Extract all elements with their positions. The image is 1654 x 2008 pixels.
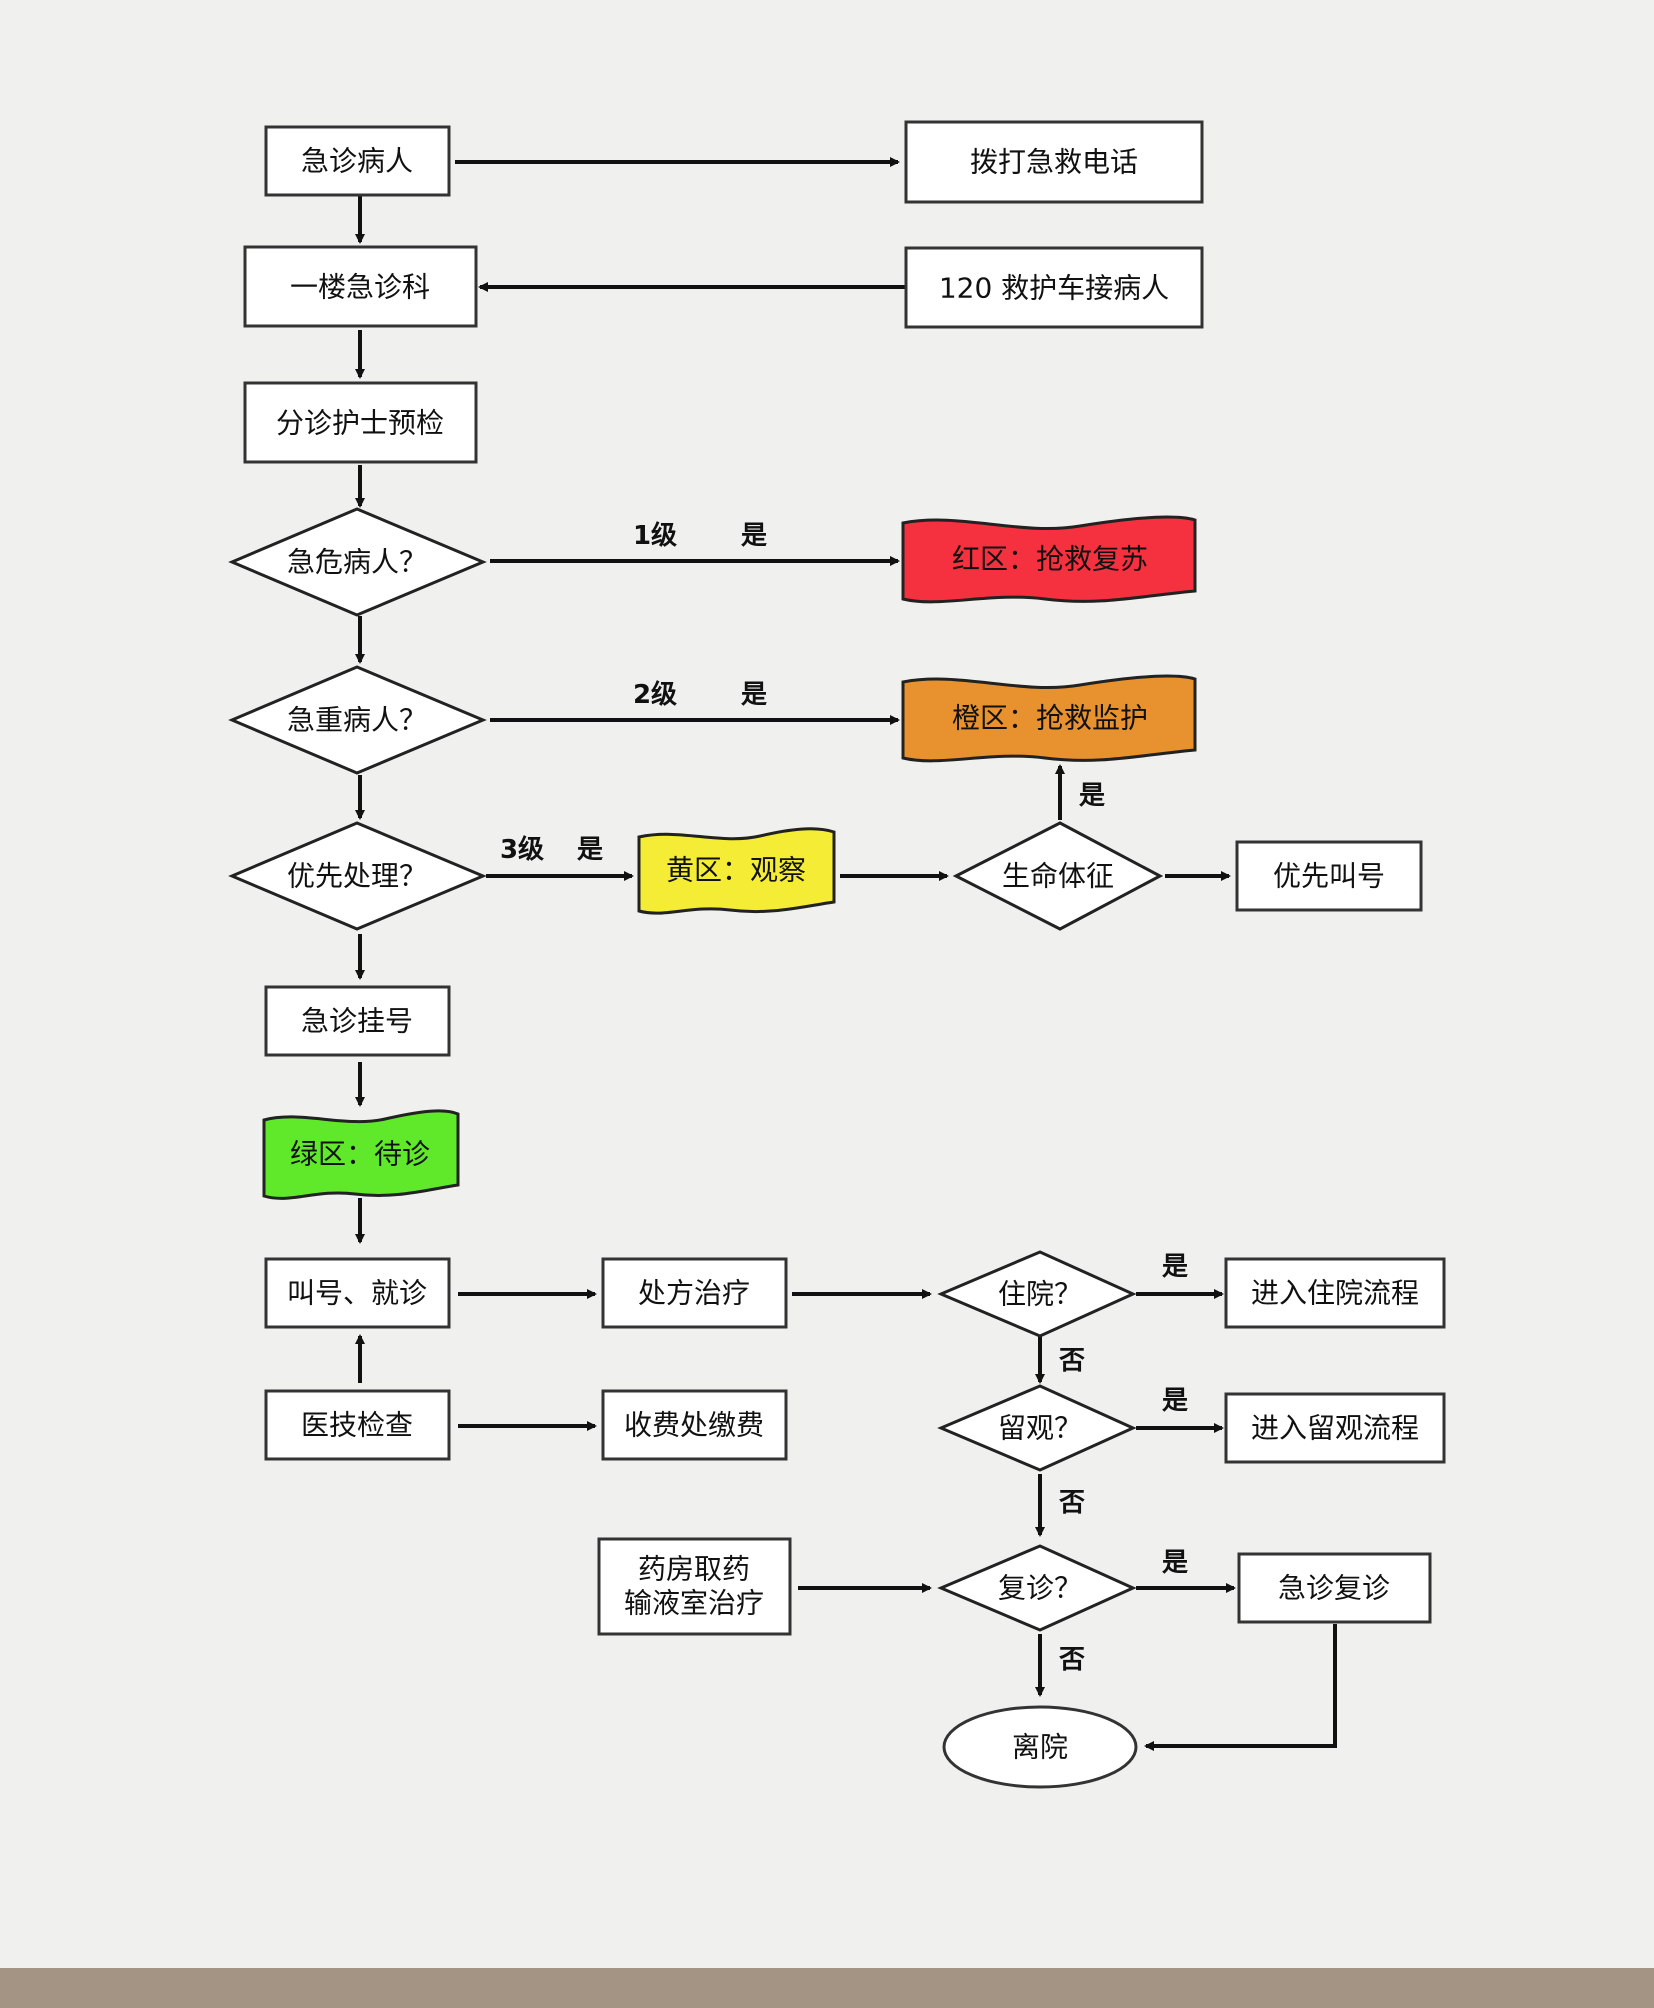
decision-vital-signs: 生命体征: [952, 821, 1164, 931]
node-pharmacy-line1: 药房取药: [638, 1553, 750, 1586]
decision-observe: 留观？: [937, 1384, 1137, 1472]
zone-orange-label: 橙区：抢救监护: [952, 702, 1148, 735]
node-call-consult-label: 叫号、就诊: [287, 1277, 427, 1310]
node-triage-nurse-label: 分诊护士预检: [276, 407, 444, 440]
label-yes-yellow: 是: [577, 835, 603, 865]
zone-orange: 橙区：抢救监护: [901, 674, 1197, 763]
arrow-revisit-to-discharge: [1144, 1624, 1337, 1751]
label-no-revisit: 否: [1059, 1645, 1085, 1675]
decision-priority-handling: 优先处理？: [228, 821, 487, 931]
node-er-revisit-label: 急诊复诊: [1278, 1572, 1390, 1605]
node-er-revisit: 急诊复诊: [1237, 1552, 1432, 1624]
label-level1: 1级: [633, 520, 677, 551]
node-inpatient-flow: 进入住院流程: [1224, 1257, 1446, 1329]
node-discharge-label: 离院: [1012, 1731, 1068, 1764]
zone-yellow: 黄区：观察: [637, 827, 836, 915]
node-pharmacy-infusion: 药房取药 输液室治疗: [597, 1537, 792, 1636]
label-yes-observe: 是: [1162, 1386, 1188, 1416]
node-ambulance-pickup-label: 120 救护车接病人: [939, 272, 1169, 305]
decision-revisit-label: 复诊？: [998, 1572, 1082, 1605]
decision-observe-label: 留观？: [998, 1412, 1082, 1445]
node-emergency-patient: 急诊病人: [264, 125, 451, 197]
decision-hospitalize: 住院？: [937, 1250, 1137, 1338]
zone-red: 红区：抢救复苏: [901, 515, 1197, 604]
node-call-consult: 叫号、就诊: [264, 1257, 451, 1329]
node-observation-flow-label: 进入留观流程: [1251, 1412, 1419, 1445]
decision-critical-patient: 急危病人？: [228, 507, 487, 617]
node-pharmacy-line2: 输液室治疗: [624, 1587, 764, 1620]
connectors: [355, 157, 1337, 1751]
node-prescription: 处方治疗: [601, 1257, 788, 1329]
node-dial-emergency-call: 拨打急救电话: [904, 120, 1204, 204]
decision-hospitalize-label: 住院？: [998, 1278, 1082, 1311]
zone-red-label: 红区：抢救复苏: [952, 543, 1148, 576]
zone-green-label: 绿区：待诊: [290, 1138, 430, 1171]
node-medical-exam: 医技检查: [264, 1389, 451, 1461]
node-priority-call: 优先叫号: [1235, 840, 1423, 912]
node-first-floor-er: 一楼急诊科: [243, 245, 478, 328]
label-level3: 3级: [500, 834, 544, 865]
decision-serious-patient-label: 急重病人？: [287, 704, 427, 737]
label-no-observe: 否: [1059, 1488, 1085, 1518]
node-medical-exam-label: 医技检查: [301, 1409, 413, 1442]
node-er-registration-label: 急诊挂号: [301, 1005, 413, 1038]
decision-vital-signs-label: 生命体征: [1002, 860, 1114, 893]
node-ambulance-pickup: 120 救护车接病人: [904, 246, 1204, 329]
label-yes-vitals: 是: [1079, 781, 1105, 811]
node-observation-flow: 进入留观流程: [1224, 1392, 1446, 1464]
zone-green: 绿区：待诊: [262, 1109, 460, 1200]
decision-serious-patient: 急重病人？: [228, 665, 487, 775]
node-cashier: 收费处缴费: [601, 1389, 788, 1461]
node-inpatient-flow-label: 进入住院流程: [1251, 1277, 1419, 1310]
label-yes-red: 是: [741, 521, 767, 551]
label-yes-orange: 是: [741, 680, 767, 710]
node-priority-call-label: 优先叫号: [1273, 860, 1385, 893]
node-dial-emergency-call-label: 拨打急救电话: [970, 146, 1138, 179]
decision-critical-patient-label: 急危病人？: [287, 546, 427, 579]
footer-bar: [0, 1968, 1654, 2008]
zone-yellow-label: 黄区：观察: [666, 854, 806, 887]
node-er-registration: 急诊挂号: [264, 985, 451, 1057]
node-emergency-patient-label: 急诊病人: [301, 145, 413, 178]
decision-revisit: 复诊？: [937, 1544, 1137, 1632]
edge-labels: 1级 是 2级 是 3级 是 是 是 否 是 否 是 否: [500, 520, 1188, 1675]
node-first-floor-er-label: 一楼急诊科: [290, 271, 430, 304]
label-yes-revisit: 是: [1162, 1548, 1188, 1578]
node-discharge: 离院: [942, 1705, 1138, 1789]
label-no-hospitalize: 否: [1059, 1346, 1085, 1376]
node-cashier-label: 收费处缴费: [624, 1409, 764, 1442]
decision-priority-handling-label: 优先处理？: [287, 860, 427, 893]
node-prescription-label: 处方治疗: [638, 1277, 750, 1310]
label-yes-hospitalize: 是: [1162, 1252, 1188, 1282]
label-level2: 2级: [633, 679, 677, 710]
node-triage-nurse: 分诊护士预检: [243, 381, 478, 464]
